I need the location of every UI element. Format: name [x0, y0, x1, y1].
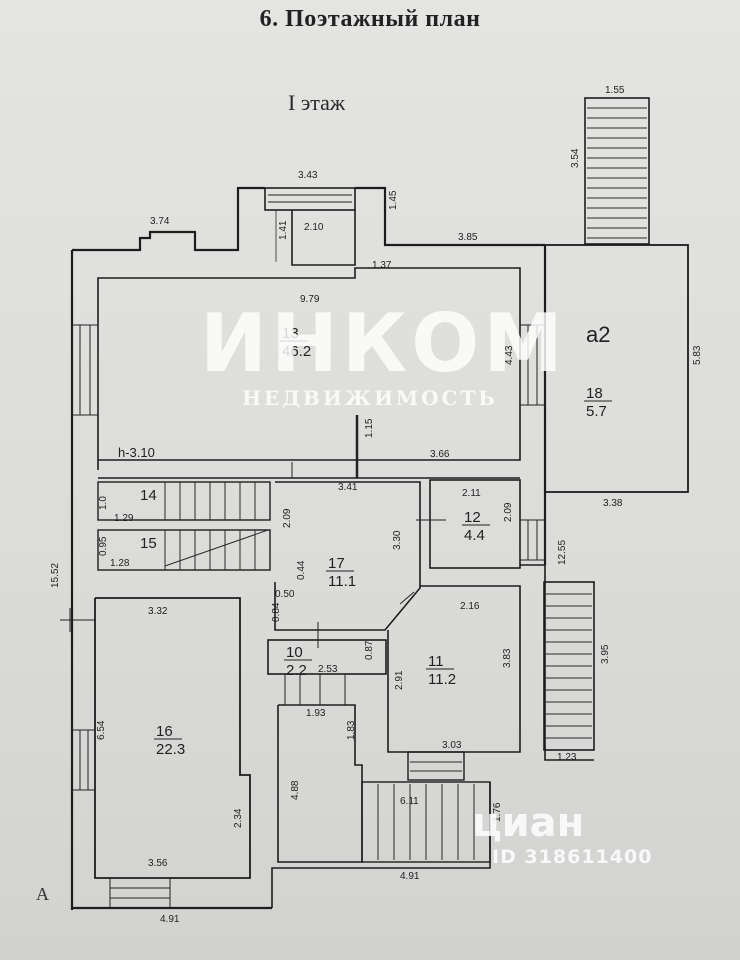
- dimension-room17-width: 3.41: [338, 482, 358, 493]
- dimension-stair-bottom-right: 3.66: [430, 449, 450, 460]
- dimension-annex-width: 3.38: [603, 498, 623, 509]
- room-10: 102.2: [284, 644, 312, 679]
- room-12: 124.4: [462, 509, 490, 544]
- dimension-bottom-total-left: 4.91: [160, 914, 180, 925]
- dimension-d044: 0.44: [296, 560, 307, 580]
- room-number: 11: [428, 653, 444, 670]
- room-number: 18: [586, 385, 603, 402]
- dimension-small-128: 1.28: [110, 558, 130, 569]
- dimension-room16-notch: 2.34: [233, 808, 244, 828]
- dimension-faint: 1.37: [372, 260, 392, 271]
- cian-logo-text: циан: [472, 800, 585, 846]
- dimension-porch-bottom-d: 1.76: [492, 802, 503, 822]
- dimension-room11-left: 2.91: [394, 670, 405, 690]
- room-area: 22.3: [156, 741, 185, 758]
- room-area: 11.2: [428, 671, 456, 688]
- room-number: 14: [140, 487, 157, 504]
- dimension-room16-top: 3.32: [148, 606, 168, 617]
- room-area: 11.1: [328, 573, 356, 590]
- room-number: 16: [156, 723, 173, 740]
- corner-letter: А: [36, 884, 49, 904]
- dimension-small-129: 1.29: [114, 513, 134, 524]
- room-label: а2: [586, 322, 610, 347]
- floor-label: I этаж: [288, 90, 346, 115]
- dimension-room12-width: 2.11: [462, 488, 481, 499]
- dimension-overall-left: 15.52: [50, 563, 61, 588]
- dimension-room10-d: 0.87: [364, 640, 375, 660]
- cian-listing-id: ID 318611400: [492, 846, 653, 868]
- dimension-room16-depth: 6.54: [96, 720, 107, 740]
- dimension-room11-depth: 3.83: [502, 648, 513, 668]
- dimension-room17-left: 2.09: [282, 508, 293, 528]
- dimension-porch-width: 3.43: [298, 170, 318, 181]
- dimension-room11-bottom: 3.03: [442, 740, 462, 751]
- dimension-stair14-w: 1.0: [98, 496, 109, 510]
- dimension-right-top-width: 3.85: [458, 232, 478, 243]
- plan-title: 6. Поэтажный план: [259, 6, 481, 32]
- dimension-d050: 0.50: [275, 589, 295, 600]
- dimension-overall-right: 12.55: [557, 540, 568, 565]
- room-area: 46.2: [282, 343, 311, 360]
- dimension-room11-top: 2.16: [460, 601, 480, 612]
- dimension-left-wing-width: 3.74: [150, 216, 170, 227]
- room-14: 14: [140, 487, 157, 504]
- dimension-annex-depth: 5.83: [692, 345, 703, 365]
- room-number: 10: [286, 644, 303, 661]
- room-number: 13: [282, 325, 299, 342]
- stair-treads: [164, 107, 647, 860]
- dimension-porch-depth-right: 1.45: [388, 190, 399, 210]
- room-number: 15: [140, 535, 157, 552]
- dimension-stair-right-len: 3.95: [600, 644, 611, 664]
- room-number: 12: [464, 509, 481, 526]
- walls: [70, 97, 689, 910]
- room-labels: 1346.2а2185.71415124.41711.1102.21111.21…: [140, 322, 612, 758]
- dimension-stair15-w: 0.95: [98, 536, 109, 556]
- room-a2: а2 185.7: [584, 322, 612, 420]
- dimension-room13-depth: 4.43: [504, 345, 515, 365]
- room-area: 4.4: [464, 527, 485, 544]
- dimension-room17-depth: 3.30: [392, 530, 403, 550]
- dimension-partition: 1.15: [364, 418, 375, 438]
- room-area: 5.7: [586, 403, 607, 420]
- dimension-porch-bottom-w: 6.11: [400, 796, 419, 807]
- dimension-room13-width: 9.79: [300, 294, 320, 305]
- dimension-stair-right-w: 1.23: [557, 752, 577, 763]
- room-15: 15: [140, 535, 157, 552]
- dimension-porch-inner: 2.10: [304, 222, 324, 233]
- dimension-room16-bottom: 3.56: [148, 858, 168, 869]
- dimension-stair-top-length: 3.54: [570, 148, 581, 168]
- dimension-room12-depth: 2.09: [503, 502, 514, 522]
- dimension-d084: 0.84: [271, 602, 282, 622]
- dimension-porch-depth-left: 1.41: [278, 220, 289, 240]
- windows: [60, 324, 546, 909]
- dimension-room10-w: 2.53: [318, 664, 338, 675]
- room-area: 2.2: [286, 662, 307, 679]
- dimension-corridor-len: 4.88: [290, 780, 301, 800]
- dimension-stair-top-width: 1.55: [605, 85, 625, 96]
- dimension-corridor-d: 1.83: [346, 720, 357, 740]
- ceiling-height-label: h-3.10: [118, 445, 155, 460]
- dimension-bottom-total-right: 4.91: [400, 871, 420, 882]
- room-number: 17: [328, 555, 345, 572]
- dimension-corridor-w: 1.93: [306, 708, 326, 719]
